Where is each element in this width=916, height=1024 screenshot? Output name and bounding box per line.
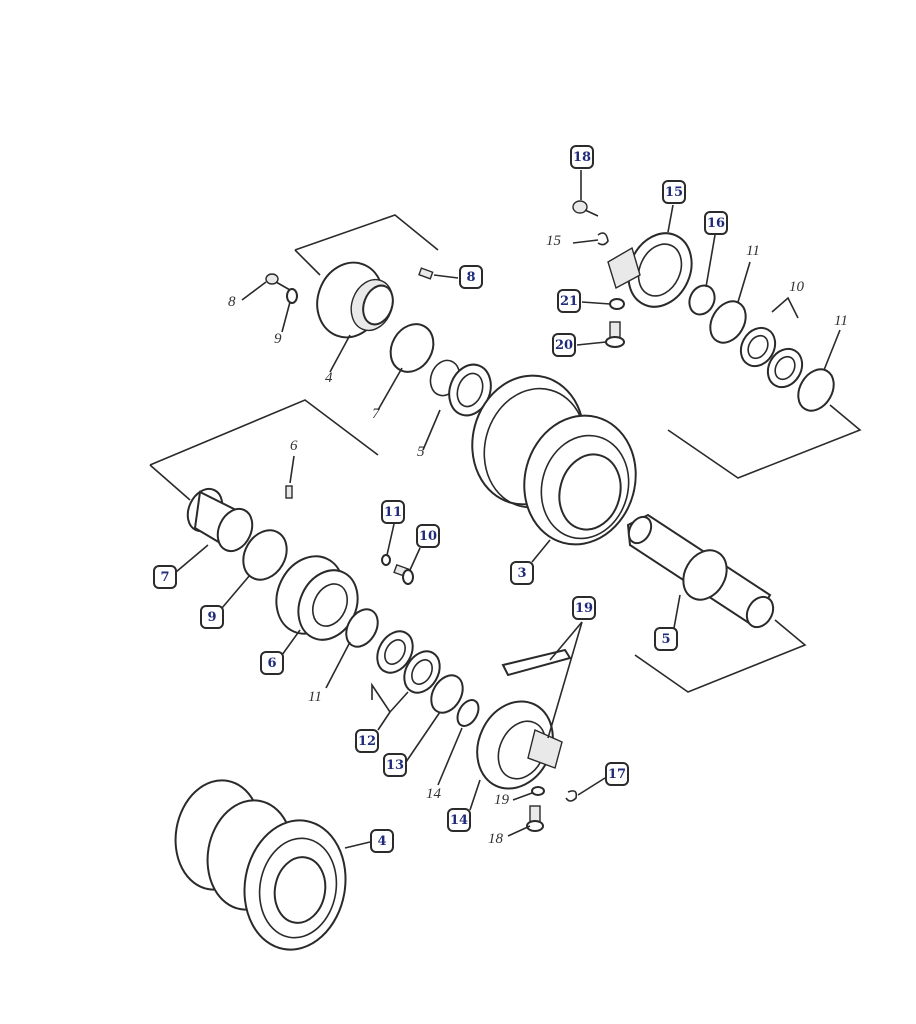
oring-9 <box>242 529 288 581</box>
pin-8-right <box>418 267 434 280</box>
callout-14[interactable]: 14 <box>447 808 471 832</box>
group-bracket-top-right <box>667 404 862 479</box>
roller-4 <box>174 779 347 951</box>
plate-19 <box>501 648 572 677</box>
label-11-a: 11 <box>746 243 760 259</box>
callout-15[interactable]: 15 <box>662 180 686 204</box>
leader-lines <box>175 170 841 849</box>
washer-9 <box>286 288 298 304</box>
callout-20[interactable]: 20 <box>552 333 576 357</box>
callout-4[interactable]: 4 <box>370 829 394 853</box>
label-7: 7 <box>372 406 380 422</box>
callout-11-mid[interactable]: 11 <box>381 500 405 524</box>
oring-14 <box>456 699 480 727</box>
label-4: 4 <box>325 370 333 386</box>
callout-21[interactable]: 21 <box>557 289 581 313</box>
oring-11-right <box>797 368 835 412</box>
bolt-18-top <box>572 200 599 217</box>
callout-3[interactable]: 3 <box>510 561 534 585</box>
bushing-7-left <box>186 487 254 553</box>
group-bracket-mid-left <box>149 399 379 501</box>
callout-8[interactable]: 8 <box>459 265 483 289</box>
oring-13 <box>430 674 464 714</box>
label-15: 15 <box>546 233 561 249</box>
group-bracket-shaft <box>634 619 807 693</box>
pin-6 <box>285 485 293 499</box>
label-9: 9 <box>274 331 282 347</box>
oring-11-left <box>345 608 379 648</box>
collar-4 <box>316 261 394 339</box>
callout-5[interactable]: 5 <box>654 627 678 651</box>
oring-7-top <box>389 323 435 373</box>
label-6: 6 <box>290 438 298 454</box>
callout-18-top[interactable]: 18 <box>570 145 594 169</box>
bolt-20 <box>605 321 625 348</box>
oring-16 <box>688 284 716 316</box>
callout-7[interactable]: 7 <box>153 565 177 589</box>
oring-11-top <box>709 300 747 344</box>
label-8: 8 <box>228 294 236 310</box>
callout-10[interactable]: 10 <box>416 524 440 548</box>
washer-21 <box>609 298 625 310</box>
callout-6[interactable]: 6 <box>260 651 284 675</box>
label-19: 19 <box>494 792 509 808</box>
washer-19-bottom <box>531 786 545 796</box>
label-5: 5 <box>417 444 425 460</box>
seal-12 <box>376 630 441 694</box>
end-cap-14 <box>476 700 563 790</box>
clip-17 <box>565 790 578 802</box>
bolt-18-bottom <box>526 805 544 832</box>
label-11-b: 11 <box>834 313 848 329</box>
label-18: 18 <box>488 831 503 847</box>
bolt-10 <box>393 563 414 585</box>
callout-12[interactable]: 12 <box>355 729 379 753</box>
label-11-c: 11 <box>308 689 322 705</box>
shaft-5 <box>626 513 775 629</box>
callout-17[interactable]: 17 <box>605 762 629 786</box>
callout-9[interactable]: 9 <box>200 605 224 629</box>
group-bracket-top-left <box>294 214 439 276</box>
washer-11-mid <box>381 554 391 566</box>
callout-16[interactable]: 16 <box>704 211 728 235</box>
callout-13[interactable]: 13 <box>383 753 407 777</box>
collar-6 <box>275 555 359 641</box>
seal-10 <box>739 326 804 389</box>
end-cap-15 <box>607 232 693 308</box>
label-14: 14 <box>426 786 441 802</box>
roller-3 <box>471 374 637 546</box>
pin-15 <box>597 232 609 246</box>
label-10: 10 <box>789 279 804 295</box>
callout-19[interactable]: 19 <box>572 596 596 620</box>
bolt-8-left <box>265 273 291 291</box>
